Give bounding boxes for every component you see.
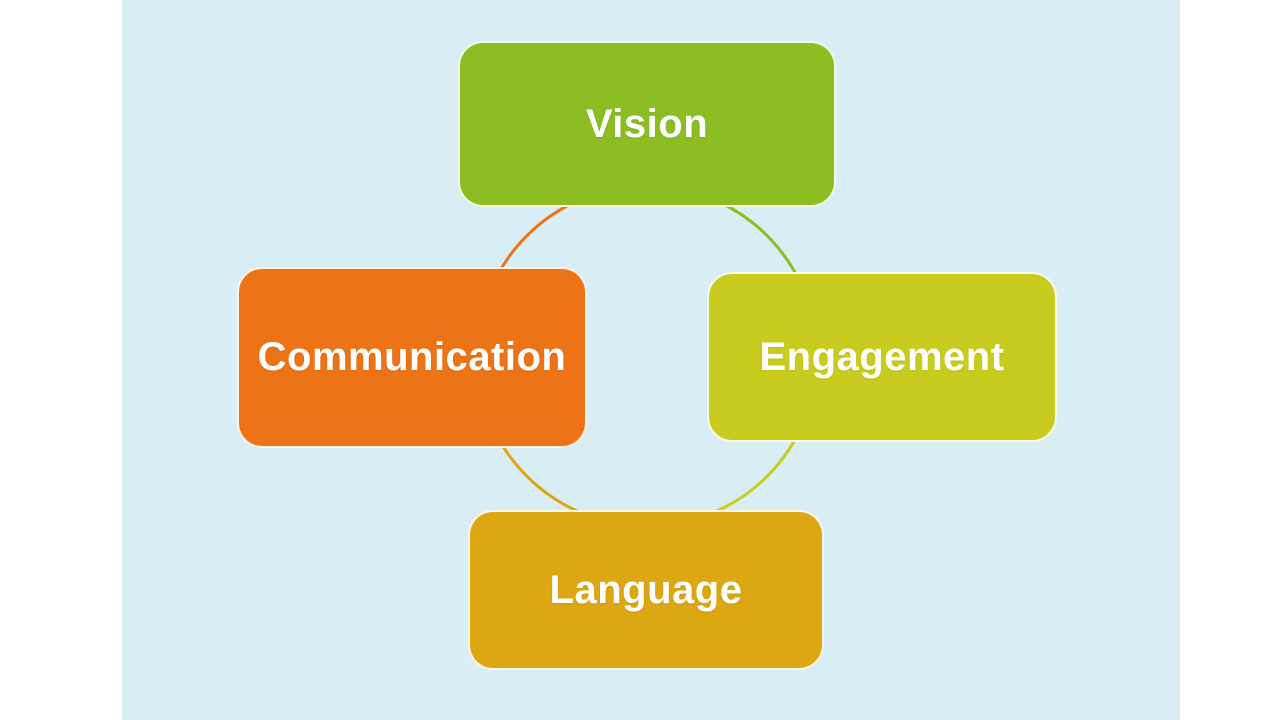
node-language-label: Language [549,567,743,612]
node-vision[interactable]: Vision [458,41,836,207]
node-engagement[interactable]: Engagement [707,272,1057,442]
node-engagement-label: Engagement [759,334,1005,379]
node-vision-label: Vision [585,101,709,146]
node-communication[interactable]: Communication [237,267,587,448]
node-language[interactable]: Language [468,510,824,670]
node-communication-label: Communication [257,335,567,379]
